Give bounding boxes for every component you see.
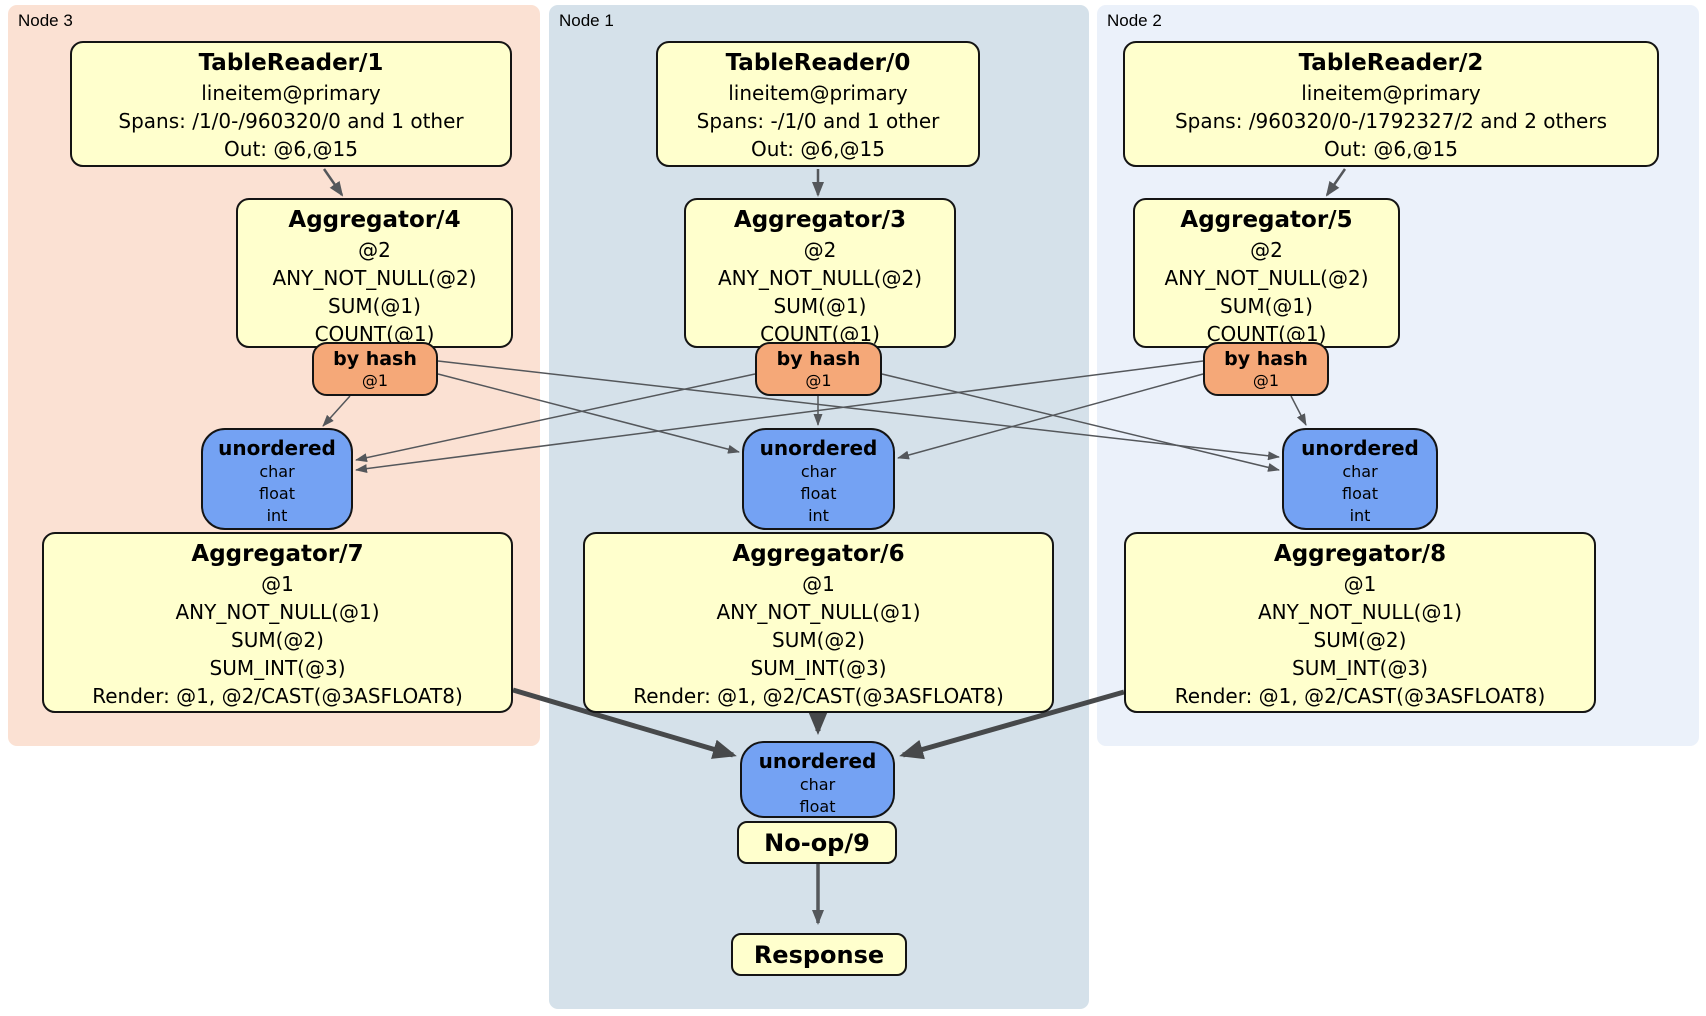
aggregator-8-title: Aggregator/8 [1273,541,1447,567]
unordered-sync-7-title: unordered [218,436,336,460]
edge-aggregator7-syncfinal [512,687,737,759]
by-hash-router-4: by hash@1 [312,342,438,396]
by-hash-router-3-title: by hash [776,348,861,370]
tablereader-0-line-0: lineitem@primary [728,81,908,105]
aggregator-3-title: Aggregator/3 [733,207,907,233]
unordered-sync-8-line-2: int [1349,506,1371,525]
aggregator-5-title: Aggregator/5 [1180,207,1353,233]
unordered-sync-6-title: unordered [759,436,878,460]
aggregator-6-line-4: Render: @1, @2/CAST(@3ASFLOAT8) [633,684,1004,708]
tablereader-2-line-0: lineitem@primary [1301,81,1481,105]
aggregator-6-title: Aggregator/6 [732,541,905,567]
aggregator-8-line-0: @1 [1343,572,1377,596]
tablereader-0-title: TableReader/0 [725,50,911,76]
aggregator-8-line-4: Render: @1, @2/CAST(@3ASFLOAT8) [1174,684,1546,708]
edge-router3-sync7 [355,373,756,463]
aggregator-7-line-0: @1 [261,572,294,596]
by-hash-router-5-line-0: @1 [1252,371,1280,390]
unordered-sync-7: unordered char float int [201,428,353,530]
aggregator-8-line-2: SUM(@2) [1313,628,1407,652]
edge-aggregator8-syncfinal [899,689,1125,760]
by-hash-router-3-line-0: @1 [805,371,832,390]
unordered-sync-final-line-0: char [799,775,836,794]
tablereader-1-line-2: Out: @6,@15 [224,137,358,161]
unordered-sync-6-line-2: int [808,506,829,525]
edge-tablereader2-aggregator5 [1325,168,1347,197]
edge-router3-sync8 [881,373,1280,472]
tablereader-2-title: TableReader/2 [1298,50,1484,76]
unordered-sync-7-line-1: float [259,484,295,503]
aggregator-6-line-1: ANY_NOT_NULL(@1) [716,600,921,624]
aggregator-7-line-4: Render: @1, @2/CAST(@3ASFLOAT8) [92,684,463,708]
unordered-sync-final-line-1: float [799,797,836,816]
edge-router4-sync7 [322,395,351,427]
tablereader-1-title: TableReader/1 [198,50,384,76]
tablereader-1-line-0: lineitem@primary [201,81,381,105]
unordered-sync-6-line-0: char [800,462,837,481]
aggregator-5-line-0: @2 [1250,238,1283,262]
response-title: Response [753,940,885,969]
edge-router4-sync6 [437,373,740,454]
tablereader-1-line-1: Spans: /1/0-/960320/0 and 1 other [118,109,464,133]
region-label-node2: Node 2 [1107,11,1162,30]
aggregator-8-line-3: SUM_INT(@3) [1292,656,1428,680]
unordered-sync-8: unordered char float int [1282,428,1438,530]
by-hash-router-3: by hash@1 [755,342,882,396]
unordered-sync-8-line-0: char [1342,462,1378,481]
tablereader-2-line-2: Out: @6,@15 [1324,137,1458,161]
unordered-sync-final-title: unordered [758,749,877,773]
aggregator-4-line-2: SUM(@1) [328,294,421,318]
by-hash-router-4-line-0: @1 [361,371,389,390]
tablereader-0-line-1: Spans: -/1/0 and 1 other [696,109,940,133]
unordered-sync-7-line-2: int [266,506,288,525]
unordered-sync-6: unordered char float int [742,428,895,530]
aggregator-7-line-1: ANY_NOT_NULL(@1) [175,600,380,624]
by-hash-router-5: by hash@1 [1203,342,1329,396]
aggregator-3-line-2: SUM(@1) [773,294,867,318]
aggregator-5-line-2: SUM(@1) [1220,294,1313,318]
no-op-9: No-op/9 [737,821,897,864]
unordered-sync-final: unordered char float [740,741,895,818]
unordered-sync-8-line-1: float [1342,484,1378,503]
edge-router4-sync8 [437,360,1280,461]
by-hash-router-4-title: by hash [333,348,417,370]
tablereader-0-line-2: Out: @6,@15 [751,137,885,161]
response: Response [731,933,907,976]
edge-router5-sync7 [355,360,1204,474]
tablereader-2-line-1: Spans: /960320/0-/1792327/2 and 2 others [1174,109,1607,133]
unordered-sync-7-line-0: char [259,462,295,481]
aggregator-7-line-2: SUM(@2) [231,628,324,652]
edge-router5-sync8 [1290,395,1307,426]
aggregator-7-line-3: SUM_INT(@3) [209,656,346,680]
aggregator-5-line-1: ANY_NOT_NULL(@2) [1164,266,1369,290]
region-label-node3: Node 3 [18,11,73,30]
aggregator-4-line-1: ANY_NOT_NULL(@2) [272,266,477,290]
aggregator-6-line-3: SUM_INT(@3) [750,656,887,680]
unordered-sync-8-title: unordered [1301,436,1419,460]
edge-tablereader1-aggregator4 [322,168,344,197]
region-label-node1: Node 1 [559,11,614,30]
no-op-9-title: No-op/9 [764,828,870,857]
aggregator-4-line-0: @2 [358,238,391,262]
aggregator-3-line-1: ANY_NOT_NULL(@2) [718,266,922,290]
aggregator-6-line-2: SUM(@2) [772,628,865,652]
aggregator-4-title: Aggregator/4 [288,207,461,233]
aggregator-6-line-0: @1 [802,572,835,596]
aggregator-7-title: Aggregator/7 [191,541,364,567]
by-hash-router-5-title: by hash [1224,348,1308,370]
aggregator-8-line-1: ANY_NOT_NULL(@1) [1258,600,1462,624]
aggregator-3-line-0: @2 [803,238,837,262]
edge-router5-sync6 [897,373,1204,460]
unordered-sync-6-line-1: float [800,484,837,503]
